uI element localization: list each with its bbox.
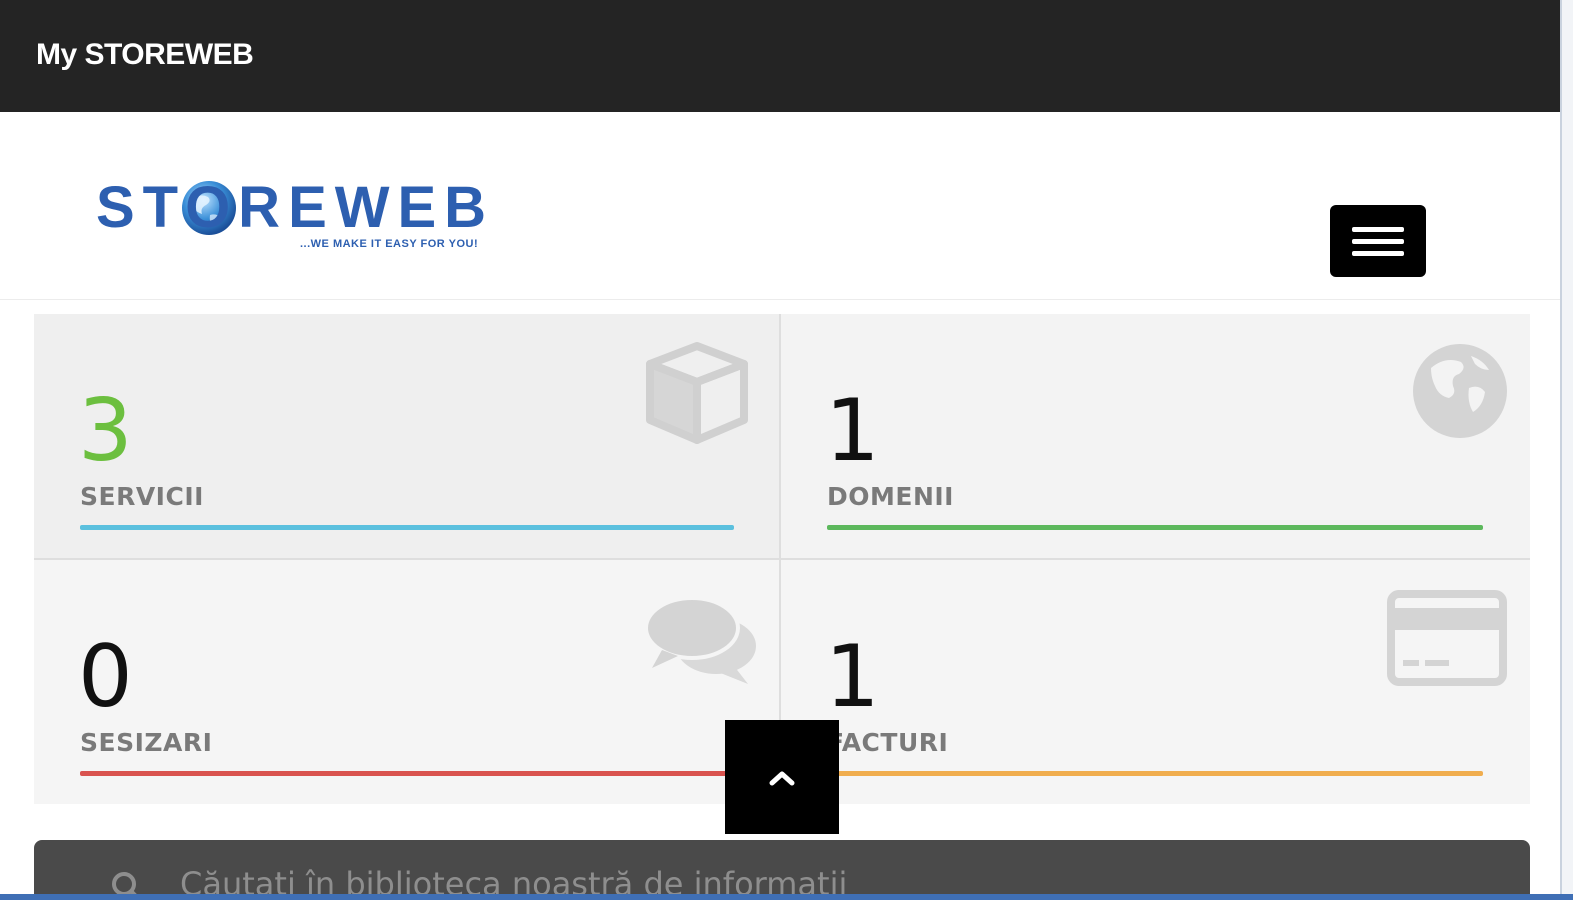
cube-icon xyxy=(646,342,748,444)
domenii-accent-line xyxy=(827,525,1483,530)
knowledgebase-search-bar xyxy=(34,840,1530,900)
window-edge xyxy=(1560,0,1573,900)
credit-card-icon xyxy=(1387,590,1507,686)
globe-logo-icon xyxy=(182,181,236,235)
servicii-accent-line xyxy=(80,525,734,530)
back-to-top-button[interactable] xyxy=(725,720,839,834)
chevron-up-icon xyxy=(769,771,795,786)
window-bottom-edge xyxy=(0,894,1573,900)
domenii-count: 1 xyxy=(825,381,880,481)
storeweb-logo[interactable]: STOREWEB ...WE MAKE IT EASY FOR YOU! xyxy=(96,174,491,254)
site-header: STOREWEB ...WE MAKE IT EASY FOR YOU! xyxy=(0,112,1562,300)
tile-servicii[interactable]: 3 SERVICII xyxy=(34,314,781,560)
globe-icon xyxy=(1413,344,1507,438)
sesizari-accent-line xyxy=(80,771,734,776)
tile-facturi[interactable]: 1 FACTURI xyxy=(781,560,1530,804)
facturi-label: FACTURI xyxy=(827,728,949,757)
logo-tagline: ...WE MAKE IT EASY FOR YOU! xyxy=(300,238,479,250)
search-input[interactable] xyxy=(180,862,1480,900)
menu-toggle-button[interactable] xyxy=(1330,205,1426,277)
stats-grid: 3 SERVICII 1 DOMENII 0 SESIZARI xyxy=(34,314,1530,805)
sesizari-count: 0 xyxy=(78,627,133,727)
domenii-label: DOMENII xyxy=(827,482,954,511)
chat-bubbles-icon xyxy=(644,596,756,684)
logo-wordmark: STOREWEB xyxy=(96,175,495,240)
app-title: My STOREWEB xyxy=(36,38,254,71)
facturi-count: 1 xyxy=(825,627,880,727)
servicii-count: 3 xyxy=(78,381,133,481)
servicii-label: SERVICII xyxy=(80,482,204,511)
tile-sesizari[interactable]: 0 SESIZARI xyxy=(34,560,781,804)
tile-domenii[interactable]: 1 DOMENII xyxy=(781,314,1530,560)
sesizari-label: SESIZARI xyxy=(80,728,213,757)
facturi-accent-line xyxy=(827,771,1483,776)
app-bar: My STOREWEB xyxy=(0,0,1562,112)
